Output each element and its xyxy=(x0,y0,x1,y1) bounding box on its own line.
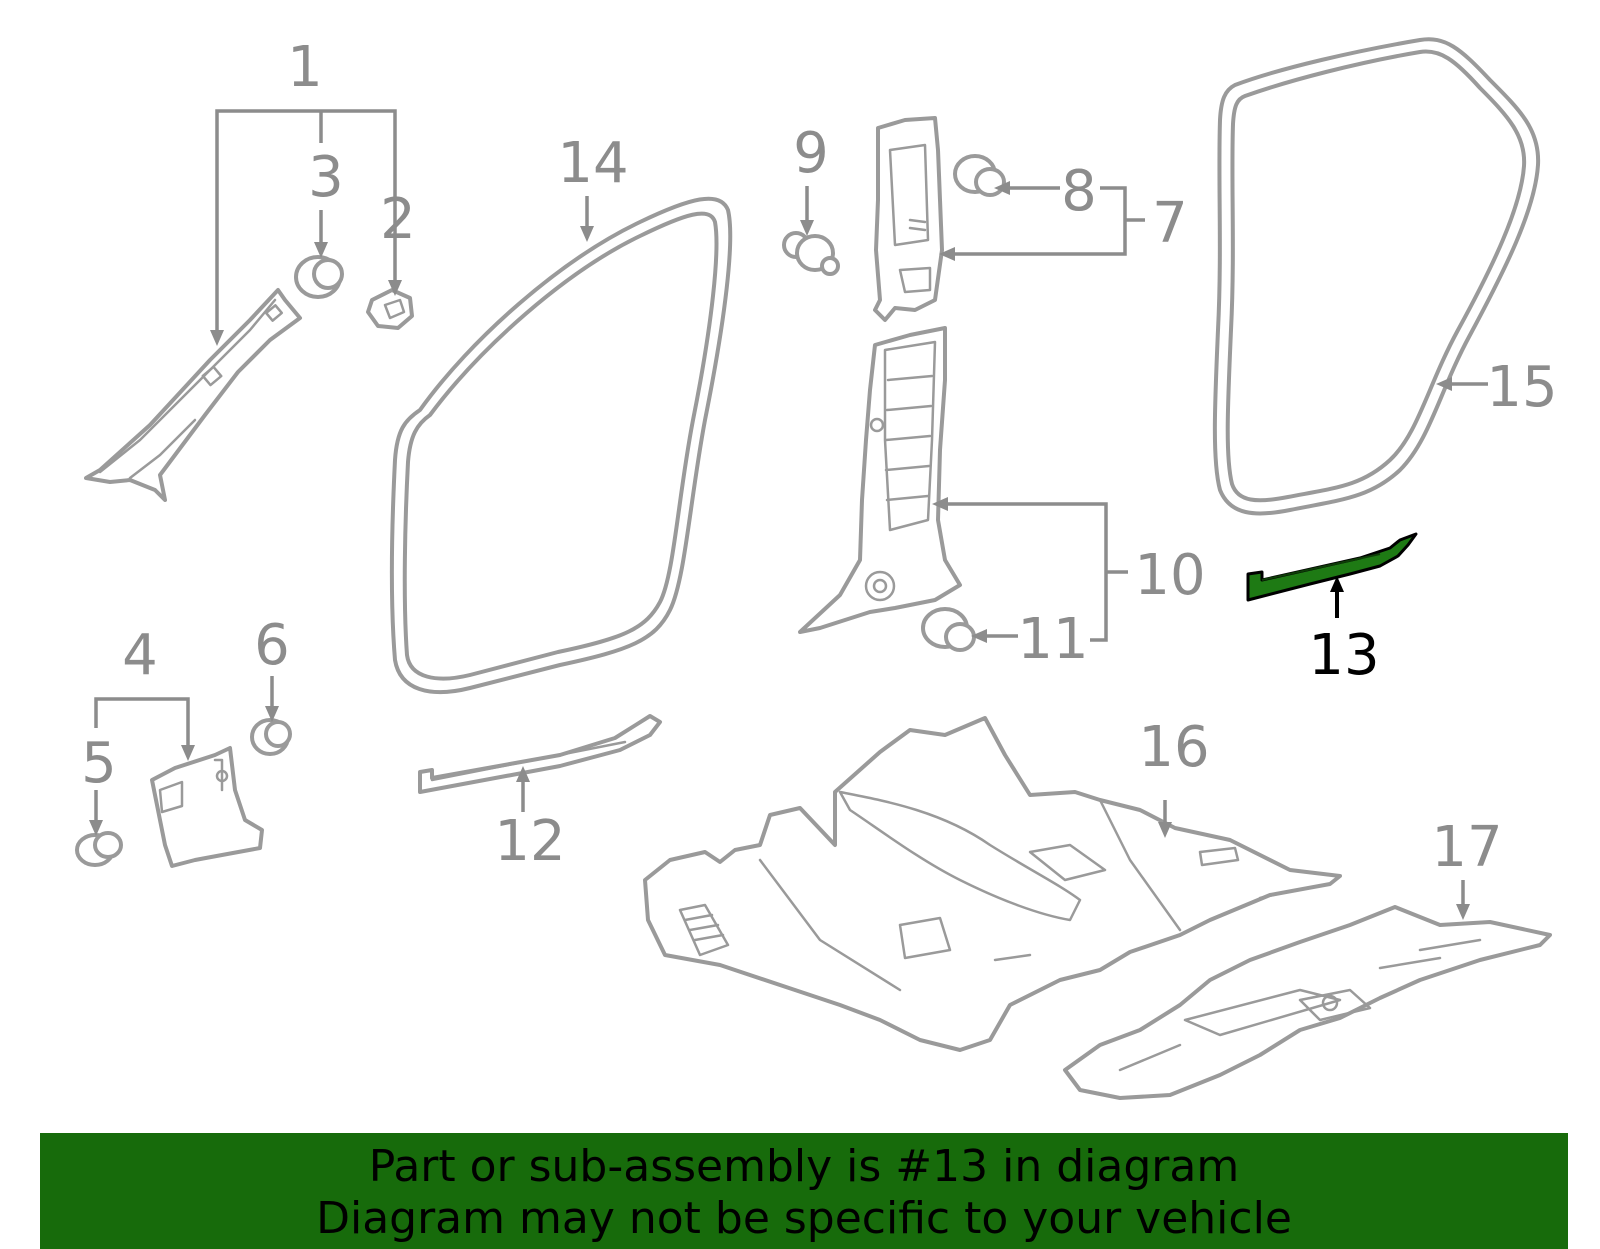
callout-14-leader xyxy=(580,196,594,242)
callout-2: 2 xyxy=(380,187,416,252)
callout-10-11-leader xyxy=(932,497,1128,643)
callout-17-leader xyxy=(1456,880,1470,920)
part-3-clip xyxy=(294,255,344,299)
part-15-rear-door-weatherstrip xyxy=(1212,37,1541,516)
callout-3-leader xyxy=(314,210,328,258)
callout-3: 3 xyxy=(308,145,344,210)
callout-7-8-leader xyxy=(939,181,1145,261)
part-7-upper-pillar-trim xyxy=(873,116,944,322)
part-11-clip xyxy=(921,607,976,652)
callout-13: 13 xyxy=(1308,623,1379,688)
banner-line-1: Part or sub-assembly is #13 in diagram xyxy=(368,1141,1240,1192)
callout-15: 15 xyxy=(1486,355,1557,420)
callout-4-5-leader xyxy=(94,697,195,761)
callout-5: 5 xyxy=(81,731,117,796)
callout-16: 16 xyxy=(1138,715,1209,780)
callout-6-leader xyxy=(265,676,279,722)
callout-4: 4 xyxy=(122,623,158,688)
banner-line-2: Diagram may not be specific to your vehi… xyxy=(316,1193,1292,1244)
callout-17: 17 xyxy=(1431,815,1502,880)
callout-12: 12 xyxy=(494,809,565,874)
callout-6: 6 xyxy=(254,613,290,678)
part-14-door-weatherstrip xyxy=(389,196,733,695)
callout-9: 9 xyxy=(793,121,829,186)
callout-1: 1 xyxy=(287,35,323,100)
callout-10: 10 xyxy=(1134,543,1205,608)
part-10-lower-pillar-trim xyxy=(798,326,962,634)
part-9-clip xyxy=(782,231,840,276)
callout-15-leader xyxy=(1436,377,1488,391)
callout-8: 8 xyxy=(1061,159,1097,224)
part-2-clip xyxy=(366,288,414,330)
part-12-front-scuff-plate xyxy=(418,714,662,794)
part-4-kick-panel xyxy=(150,746,264,868)
callout-13-leader xyxy=(1330,576,1344,618)
callout-11: 11 xyxy=(1017,607,1088,672)
part-6-clip xyxy=(250,718,292,756)
part-1-a-pillar-trim xyxy=(84,288,302,502)
callout-5-leader xyxy=(89,790,103,836)
part-13-rear-scuff-plate xyxy=(1246,532,1418,602)
callout-12-leader xyxy=(516,766,530,812)
callout-9-leader xyxy=(800,186,814,236)
part-17-rear-floor-carpet xyxy=(1063,905,1552,1100)
part-5-clip xyxy=(75,831,123,867)
callout-14: 14 xyxy=(557,131,628,196)
part-16-floor-carpet xyxy=(643,716,1342,1052)
callout-1-leader xyxy=(210,109,402,346)
callout-16-leader xyxy=(1158,800,1172,838)
callout-7: 7 xyxy=(1152,191,1188,256)
part-8-clip xyxy=(953,154,1006,197)
info-banner: Part or sub-assembly is #13 in diagram D… xyxy=(40,1133,1568,1249)
